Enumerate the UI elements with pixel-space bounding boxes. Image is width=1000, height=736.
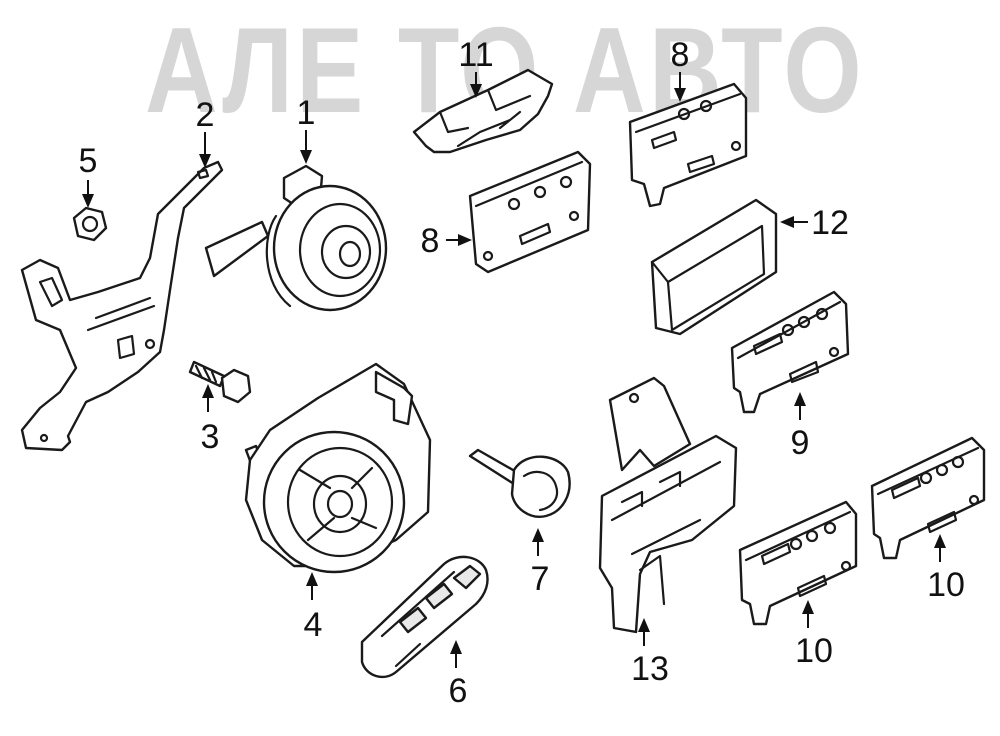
part-8-center-module xyxy=(468,150,592,274)
callout-9: 9 xyxy=(791,424,810,462)
callout-8-top: 8 xyxy=(671,36,690,74)
part-10-right-module xyxy=(870,436,986,560)
leader-lines xyxy=(82,72,946,668)
callout-10-lower: 10 xyxy=(795,632,833,670)
part-5-nut xyxy=(72,206,108,242)
callout-13: 13 xyxy=(631,650,669,688)
part-12-module xyxy=(650,198,778,336)
callout-11: 11 xyxy=(458,36,493,74)
part-2-bracket xyxy=(20,160,224,452)
part-6-key-fob xyxy=(360,555,489,679)
callout-12: 12 xyxy=(811,204,849,242)
part-13-assembly xyxy=(598,376,738,634)
part-11 xyxy=(412,68,554,154)
callout-3: 3 xyxy=(201,418,220,456)
callout-8-center: 8 xyxy=(421,222,440,260)
part-10-lower-module xyxy=(738,500,858,626)
part-9-module xyxy=(730,290,850,414)
callout-2: 2 xyxy=(196,96,215,134)
part-7-sensor xyxy=(468,448,571,518)
callout-10-right: 10 xyxy=(927,566,965,604)
part-1-horn xyxy=(204,164,388,312)
callout-4: 4 xyxy=(304,606,323,644)
part-4-siren xyxy=(244,362,432,574)
callout-5: 5 xyxy=(79,142,98,180)
callout-7: 7 xyxy=(531,560,550,598)
callout-1: 1 xyxy=(297,94,316,132)
callout-6: 6 xyxy=(449,672,468,710)
callout-labels: 1 2 3 4 5 6 7 8 8 9 10 10 11 12 13 xyxy=(79,36,965,710)
part-8-top-right-module xyxy=(628,82,748,208)
part-3-bolt xyxy=(188,360,252,404)
